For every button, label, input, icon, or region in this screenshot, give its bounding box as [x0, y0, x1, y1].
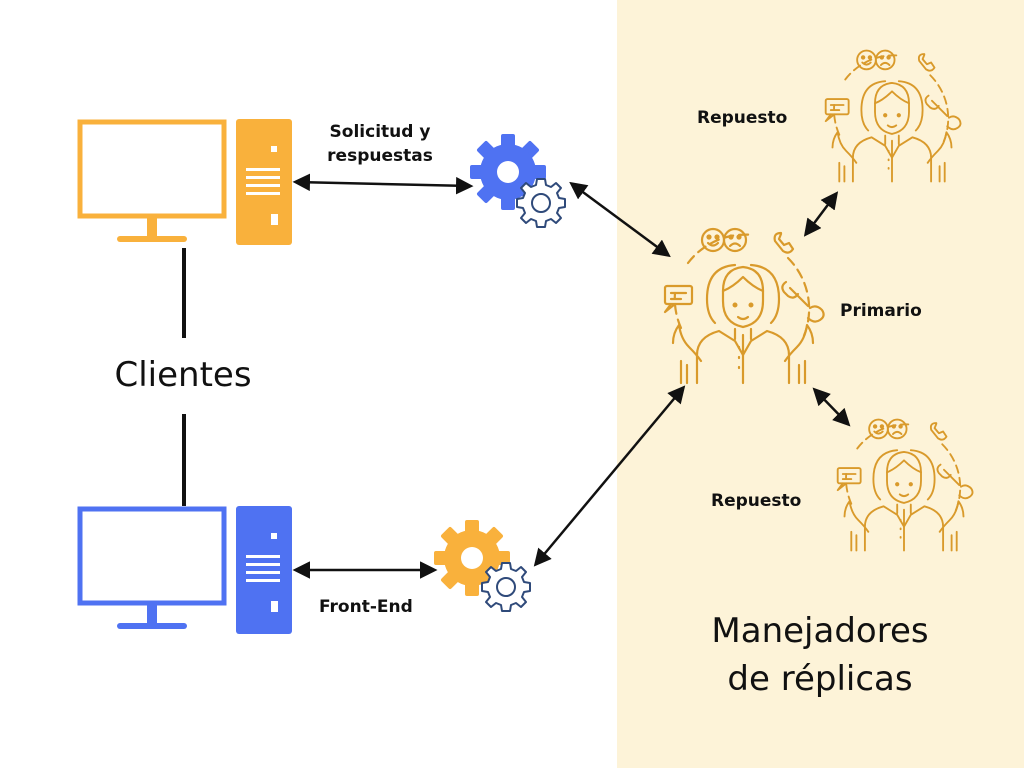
connection-label-top: Solicitud y respuestas — [318, 122, 442, 166]
server-tower-icon — [236, 119, 292, 245]
arrow-client-top-to-gears — [292, 173, 474, 195]
gears-bottom — [434, 520, 531, 612]
replica-label-primary: Primario — [840, 301, 922, 321]
replica-label-bottom: Repuesto — [711, 491, 802, 511]
monitor-icon — [77, 119, 227, 242]
gears-top — [470, 134, 566, 228]
server-tower-icon — [236, 506, 292, 634]
connection-label-bottom: Front-End — [319, 597, 413, 617]
arrow-primary-to-bottom-backup — [812, 387, 851, 427]
arrow-gears-top-to-primary — [569, 181, 671, 258]
arrow-gears-bottom-to-primary — [533, 385, 686, 567]
replica-managers-title-line2: de réplicas — [727, 659, 913, 699]
replica-label-top: Repuesto — [697, 108, 788, 128]
gear-icon — [516, 178, 566, 228]
client-top — [77, 119, 292, 245]
replica-managers-title: Manejadores de réplicas — [690, 607, 950, 703]
gear-icon — [481, 562, 531, 612]
connection-label-top-line2: respuestas — [327, 146, 433, 166]
replica-managers-title-line1: Manejadores — [711, 611, 929, 651]
clients-title: Clientes — [114, 355, 252, 395]
connection-label-top-line1: Solicitud y — [329, 122, 431, 142]
monitor-icon — [77, 506, 227, 629]
client-bottom — [77, 506, 292, 634]
arrow-primary-to-top-backup — [803, 191, 839, 237]
